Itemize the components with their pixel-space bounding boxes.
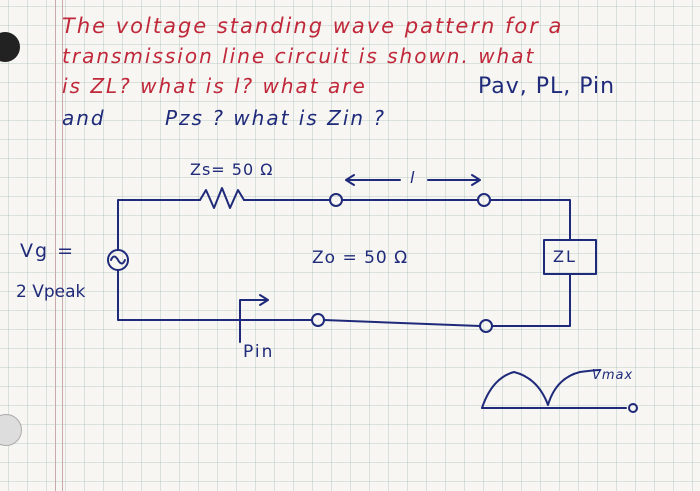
source-resistor xyxy=(199,187,245,209)
margin-line xyxy=(55,0,56,491)
load-label: ZL xyxy=(553,247,577,266)
question-line-4: Pzs ? what is Zin ? xyxy=(165,106,387,130)
bottom-wire xyxy=(117,269,313,321)
margin-line xyxy=(62,0,63,491)
question-line-3: is ZL? what is l? what are xyxy=(62,74,367,98)
transmission-line-bottom xyxy=(323,319,481,327)
question-line-4-start: and xyxy=(62,106,106,130)
standing-wave-curve xyxy=(481,369,601,409)
sine-symbol xyxy=(110,255,126,265)
standing-wave-terminal xyxy=(628,403,638,413)
vmax-label: Vmax xyxy=(592,368,634,383)
question-line-2: transmission line circuit is shown. what xyxy=(62,44,536,68)
question-powers: Pav, PL, Pin xyxy=(478,74,616,99)
terminal-input-bottom xyxy=(311,313,325,327)
voltage-source xyxy=(107,249,129,271)
terminal-load-top xyxy=(477,193,491,207)
binder-hole xyxy=(0,32,20,62)
source-voltage-label: Vg = xyxy=(20,240,76,262)
right-wire xyxy=(491,273,571,327)
input-power-label: Pin xyxy=(243,342,275,362)
top-wire-right xyxy=(489,199,571,241)
terminal-input-top xyxy=(329,193,343,207)
length-arrow xyxy=(345,174,481,186)
top-wire xyxy=(117,199,201,251)
input-power-arrow xyxy=(239,294,269,343)
line-impedance-label: Zo = 50 Ω xyxy=(312,248,409,268)
source-amplitude-label: 2 Vpeak xyxy=(16,282,86,302)
terminal-load-bottom xyxy=(479,319,493,333)
line-length-label: l xyxy=(410,168,417,187)
source-resistance-label: Zs= 50 Ω xyxy=(190,160,274,179)
question-line-1: The voltage standing wave pattern for a xyxy=(62,14,564,38)
